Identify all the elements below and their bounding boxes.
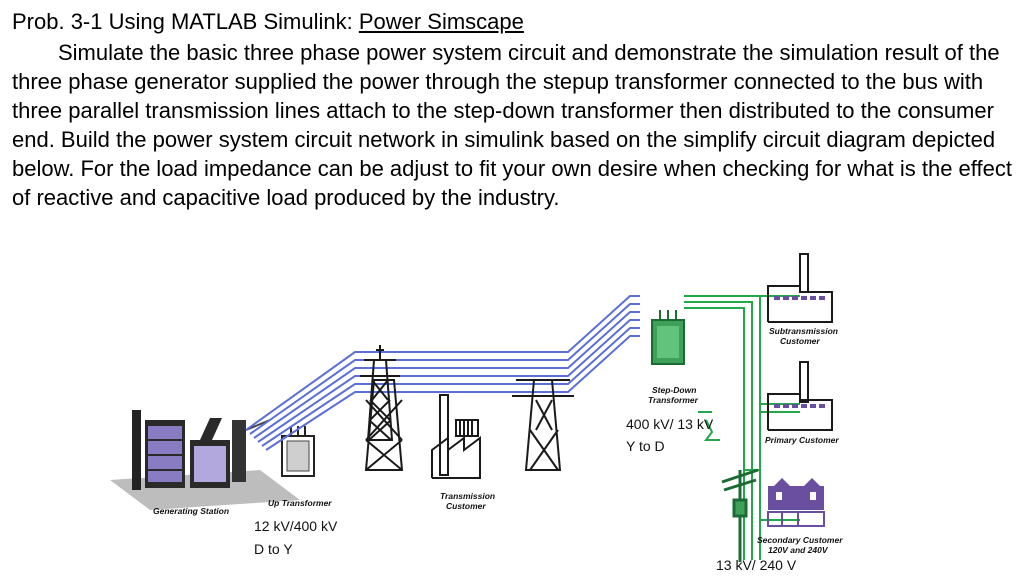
distribution-pole-icon xyxy=(721,468,759,562)
transmission-tower-3-icon xyxy=(512,379,574,471)
secondary-customer-icon xyxy=(767,478,825,527)
label-generating-station: Generating Station xyxy=(153,506,229,516)
transmission-lines xyxy=(245,295,640,451)
label-step-down-line1: Step-Down xyxy=(652,385,696,395)
label-subtransmission-line2: Customer xyxy=(780,336,820,346)
label-distribution-ratio: 13 kV/ 240 V xyxy=(716,557,797,573)
transmission-tower-2-icon xyxy=(364,379,404,471)
problem-title-prefix: Prob. 3-1 Using MATLAB Simulink: xyxy=(12,9,359,34)
label-transmission-customer-line2: Customer xyxy=(446,501,486,511)
label-primary-customer: Primary Customer xyxy=(765,435,839,445)
label-up-connection: D to Y xyxy=(254,541,293,557)
transmission-customer-icon xyxy=(431,394,481,479)
problem-title: Prob. 3-1 Using MATLAB Simulink: Power S… xyxy=(12,8,524,36)
label-subtransmission-line1: Subtransmission xyxy=(769,326,838,336)
label-up-ratio: 12 kV/400 kV xyxy=(254,518,338,534)
label-transmission-customer-line1: Transmission xyxy=(440,491,495,501)
label-step-down-line2: Transformer xyxy=(648,395,699,405)
label-secondary-customer-line1: Secondary Customer xyxy=(757,535,843,545)
step-down-transformer-icon xyxy=(651,310,685,365)
generating-station-icon xyxy=(132,410,271,490)
problem-statement: Simulate the basic three phase power sys… xyxy=(12,38,1017,212)
label-secondary-customer-line2: 120V and 240V xyxy=(768,545,829,555)
problem-body: Simulate the basic three phase power sys… xyxy=(12,40,1012,210)
label-up-transformer: Up Transformer xyxy=(268,498,332,508)
subtransmission-customer-icon xyxy=(767,253,833,323)
label-step-down-ratio: 400 kV/ 13 kV xyxy=(626,416,714,432)
primary-customer-icon xyxy=(767,361,833,431)
up-transformer-icon xyxy=(281,426,315,477)
problem-title-topic: Power Simscape xyxy=(358,9,524,34)
label-step-down-connection: Y to D xyxy=(626,438,665,454)
